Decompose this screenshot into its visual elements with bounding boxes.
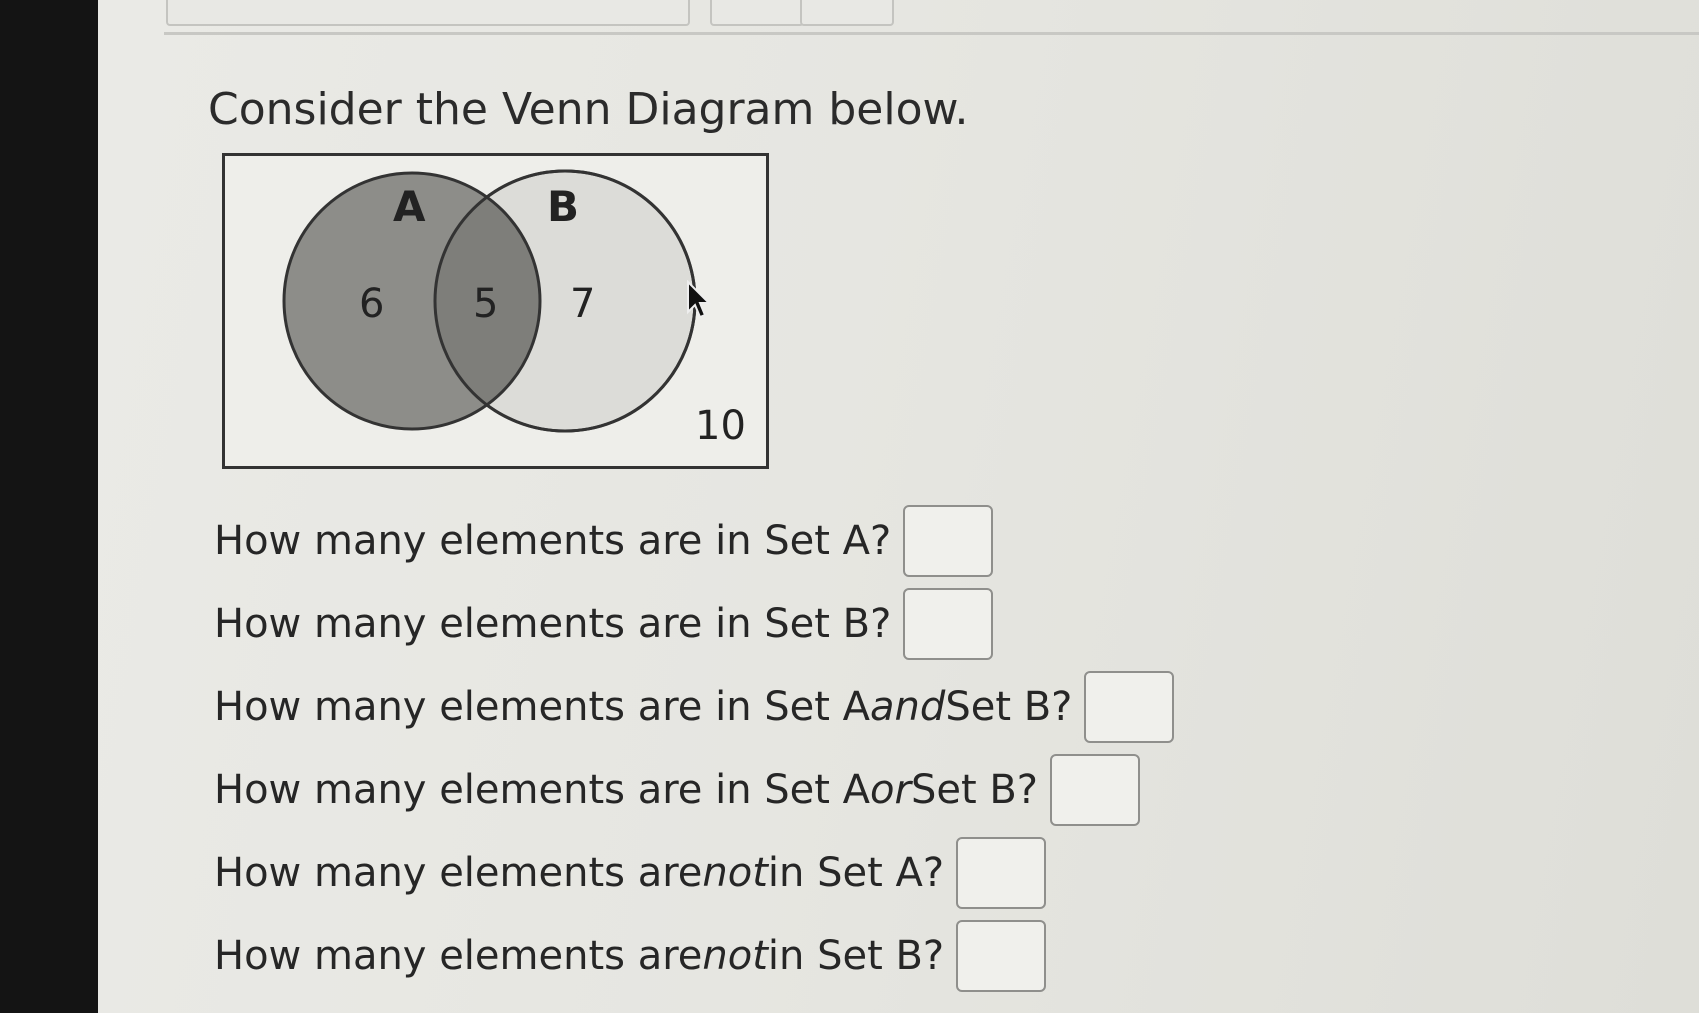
question-emphasis: not [702, 850, 768, 896]
answer-input-set-b[interactable] [903, 588, 994, 660]
screen: Consider the Venn Diagram below. A B 6 5… [98, 0, 1699, 1013]
answer-input-a-or-b[interactable] [1050, 754, 1141, 826]
question-text-end: Set B? [910, 767, 1039, 813]
answer-input-not-a[interactable] [956, 837, 1047, 909]
question-row: How many elements are in Set A or Set B? [214, 754, 1141, 826]
set-a-label: A [393, 182, 426, 231]
answer-input-not-b[interactable] [956, 920, 1047, 992]
only-b-count: 7 [570, 281, 595, 327]
top-button-right[interactable] [800, 0, 894, 26]
question-emphasis: and [870, 684, 946, 730]
set-b-label: B [547, 182, 579, 231]
question-text-end: Set B? [945, 684, 1073, 730]
question-row: How many elements are not in Set A? [214, 837, 1047, 909]
question-prompt: Consider the Venn Diagram below. [208, 84, 969, 135]
question-text: How many elements are [214, 850, 703, 896]
question-text: How many elements are in Set B? [214, 601, 892, 647]
venn-diagram: A B 6 5 7 10 [222, 153, 769, 469]
answer-input-set-a[interactable] [903, 505, 994, 577]
question-emphasis: or [870, 767, 911, 813]
outside-count: 10 [695, 403, 746, 449]
question-text: How many elements are in Set A? [214, 518, 892, 564]
question-row: How many elements are in Set A? [214, 505, 994, 577]
top-input-field[interactable] [166, 0, 690, 26]
divider [164, 32, 1699, 35]
only-a-count: 6 [359, 281, 384, 327]
mouse-cursor-icon [687, 280, 712, 319]
question-row: How many elements are not in Set B? [214, 920, 1047, 992]
question-text: How many elements are in Set A [214, 684, 871, 730]
top-button-left[interactable] [710, 0, 804, 26]
question-text-end: in Set A? [767, 850, 945, 896]
question-emphasis: not [702, 933, 768, 979]
answer-input-a-and-b[interactable] [1084, 671, 1175, 743]
monitor-bezel [0, 0, 98, 1013]
question-text: How many elements are in Set A [214, 767, 871, 813]
question-text: How many elements are [214, 933, 703, 979]
question-text-end: in Set B? [767, 933, 945, 979]
intersection-count: 5 [473, 281, 498, 327]
question-row: How many elements are in Set B? [214, 588, 994, 660]
question-row: How many elements are in Set A and Set B… [214, 671, 1175, 743]
intersection-region [435, 173, 540, 429]
